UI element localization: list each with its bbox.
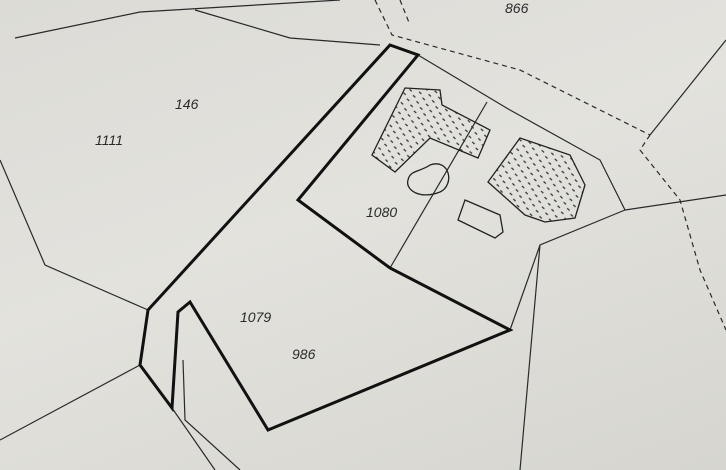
buildings — [371, 87, 586, 223]
parcel-label-1079: 1079 — [240, 309, 272, 325]
parcel-label-1080: 1080 — [366, 204, 398, 220]
building-2 — [487, 137, 586, 223]
building-1 — [371, 87, 491, 173]
parcel-1079-1080-boundary — [138, 43, 514, 432]
parcel-label-866: 866 — [505, 0, 529, 16]
pool-outline — [407, 163, 450, 196]
dashed-boundaries — [374, 0, 726, 331]
parcel-label-1111: 1111 — [95, 132, 124, 148]
parcel-label-986: 986 — [292, 346, 316, 362]
parcel-label-146: 146 — [175, 96, 199, 112]
shed-outline — [457, 199, 504, 239]
